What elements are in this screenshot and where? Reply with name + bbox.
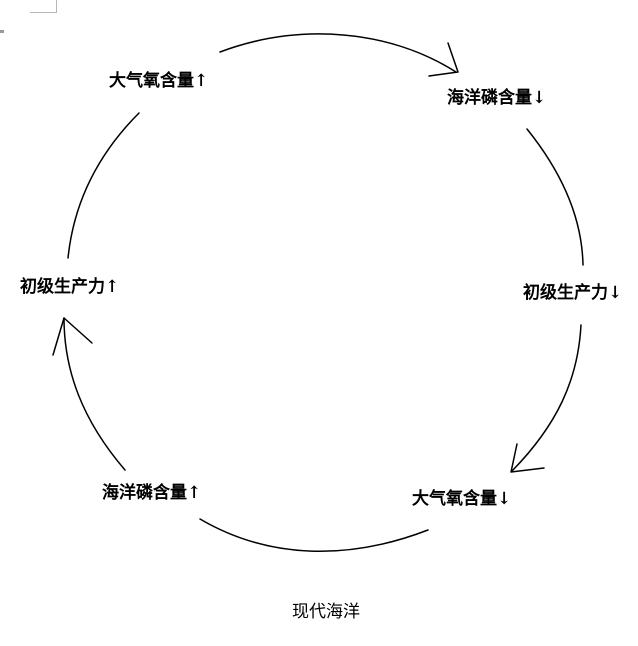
arc-productivity-down-to-oxygen-down: [511, 324, 582, 472]
arrowhead-left: [52, 317, 93, 356]
node-ocean-phosphorus-down: 海洋磷含量↓: [447, 88, 547, 108]
page-corner-mark: [30, 0, 57, 13]
node-atmospheric-oxygen-up: 大气氧含量↑: [109, 71, 209, 91]
arc-phosphorus-down-to-productivity-down: [526, 128, 584, 266]
node-atmospheric-oxygen-down: 大气氧含量↓: [412, 489, 512, 509]
arc-oxygen-down-to-phosphorus-up: [199, 518, 429, 552]
node-primary-productivity-down: 初级生产力↓: [523, 283, 623, 303]
arc-phosphorus-up-to-productivity-up: [63, 317, 126, 471]
arrowhead-bottom-right: [510, 443, 545, 473]
page-margin-tick: [0, 30, 4, 33]
arc-productivity-up-to-oxygen-up: [67, 112, 140, 259]
node-ocean-phosphorus-up: 海洋磷含量↑: [102, 483, 202, 503]
arrowhead-top-right: [428, 42, 459, 77]
diagram-caption: 现代海洋: [292, 602, 360, 622]
arc-oxygen-up-to-phosphorus-down: [219, 33, 457, 73]
node-primary-productivity-up: 初级生产力↑: [20, 277, 120, 297]
